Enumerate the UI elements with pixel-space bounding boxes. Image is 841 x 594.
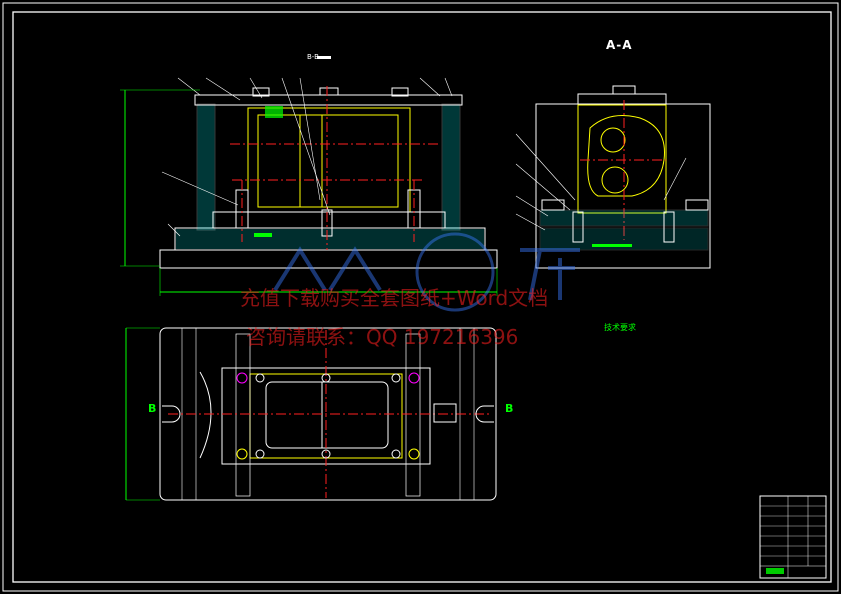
watermark-line-2: 咨询请联系：QQ 197216396 [246, 325, 519, 349]
watermark-line-1: 充值下载购买全套图纸+Word文档 [240, 286, 549, 310]
watermark-logo [273, 232, 580, 312]
section-marker-left: B [148, 402, 157, 415]
tech-requirements-title: 技术要求 [604, 323, 636, 332]
title-block [759, 495, 827, 579]
sheet-inner-border [12, 11, 832, 583]
section-aa-view [515, 85, 711, 269]
section-marker-right: B [505, 402, 514, 415]
section-title: A-A [606, 38, 633, 52]
view-label-top: B-B [307, 53, 319, 61]
top-plan-view [125, 327, 497, 501]
front-section-view [120, 56, 498, 296]
